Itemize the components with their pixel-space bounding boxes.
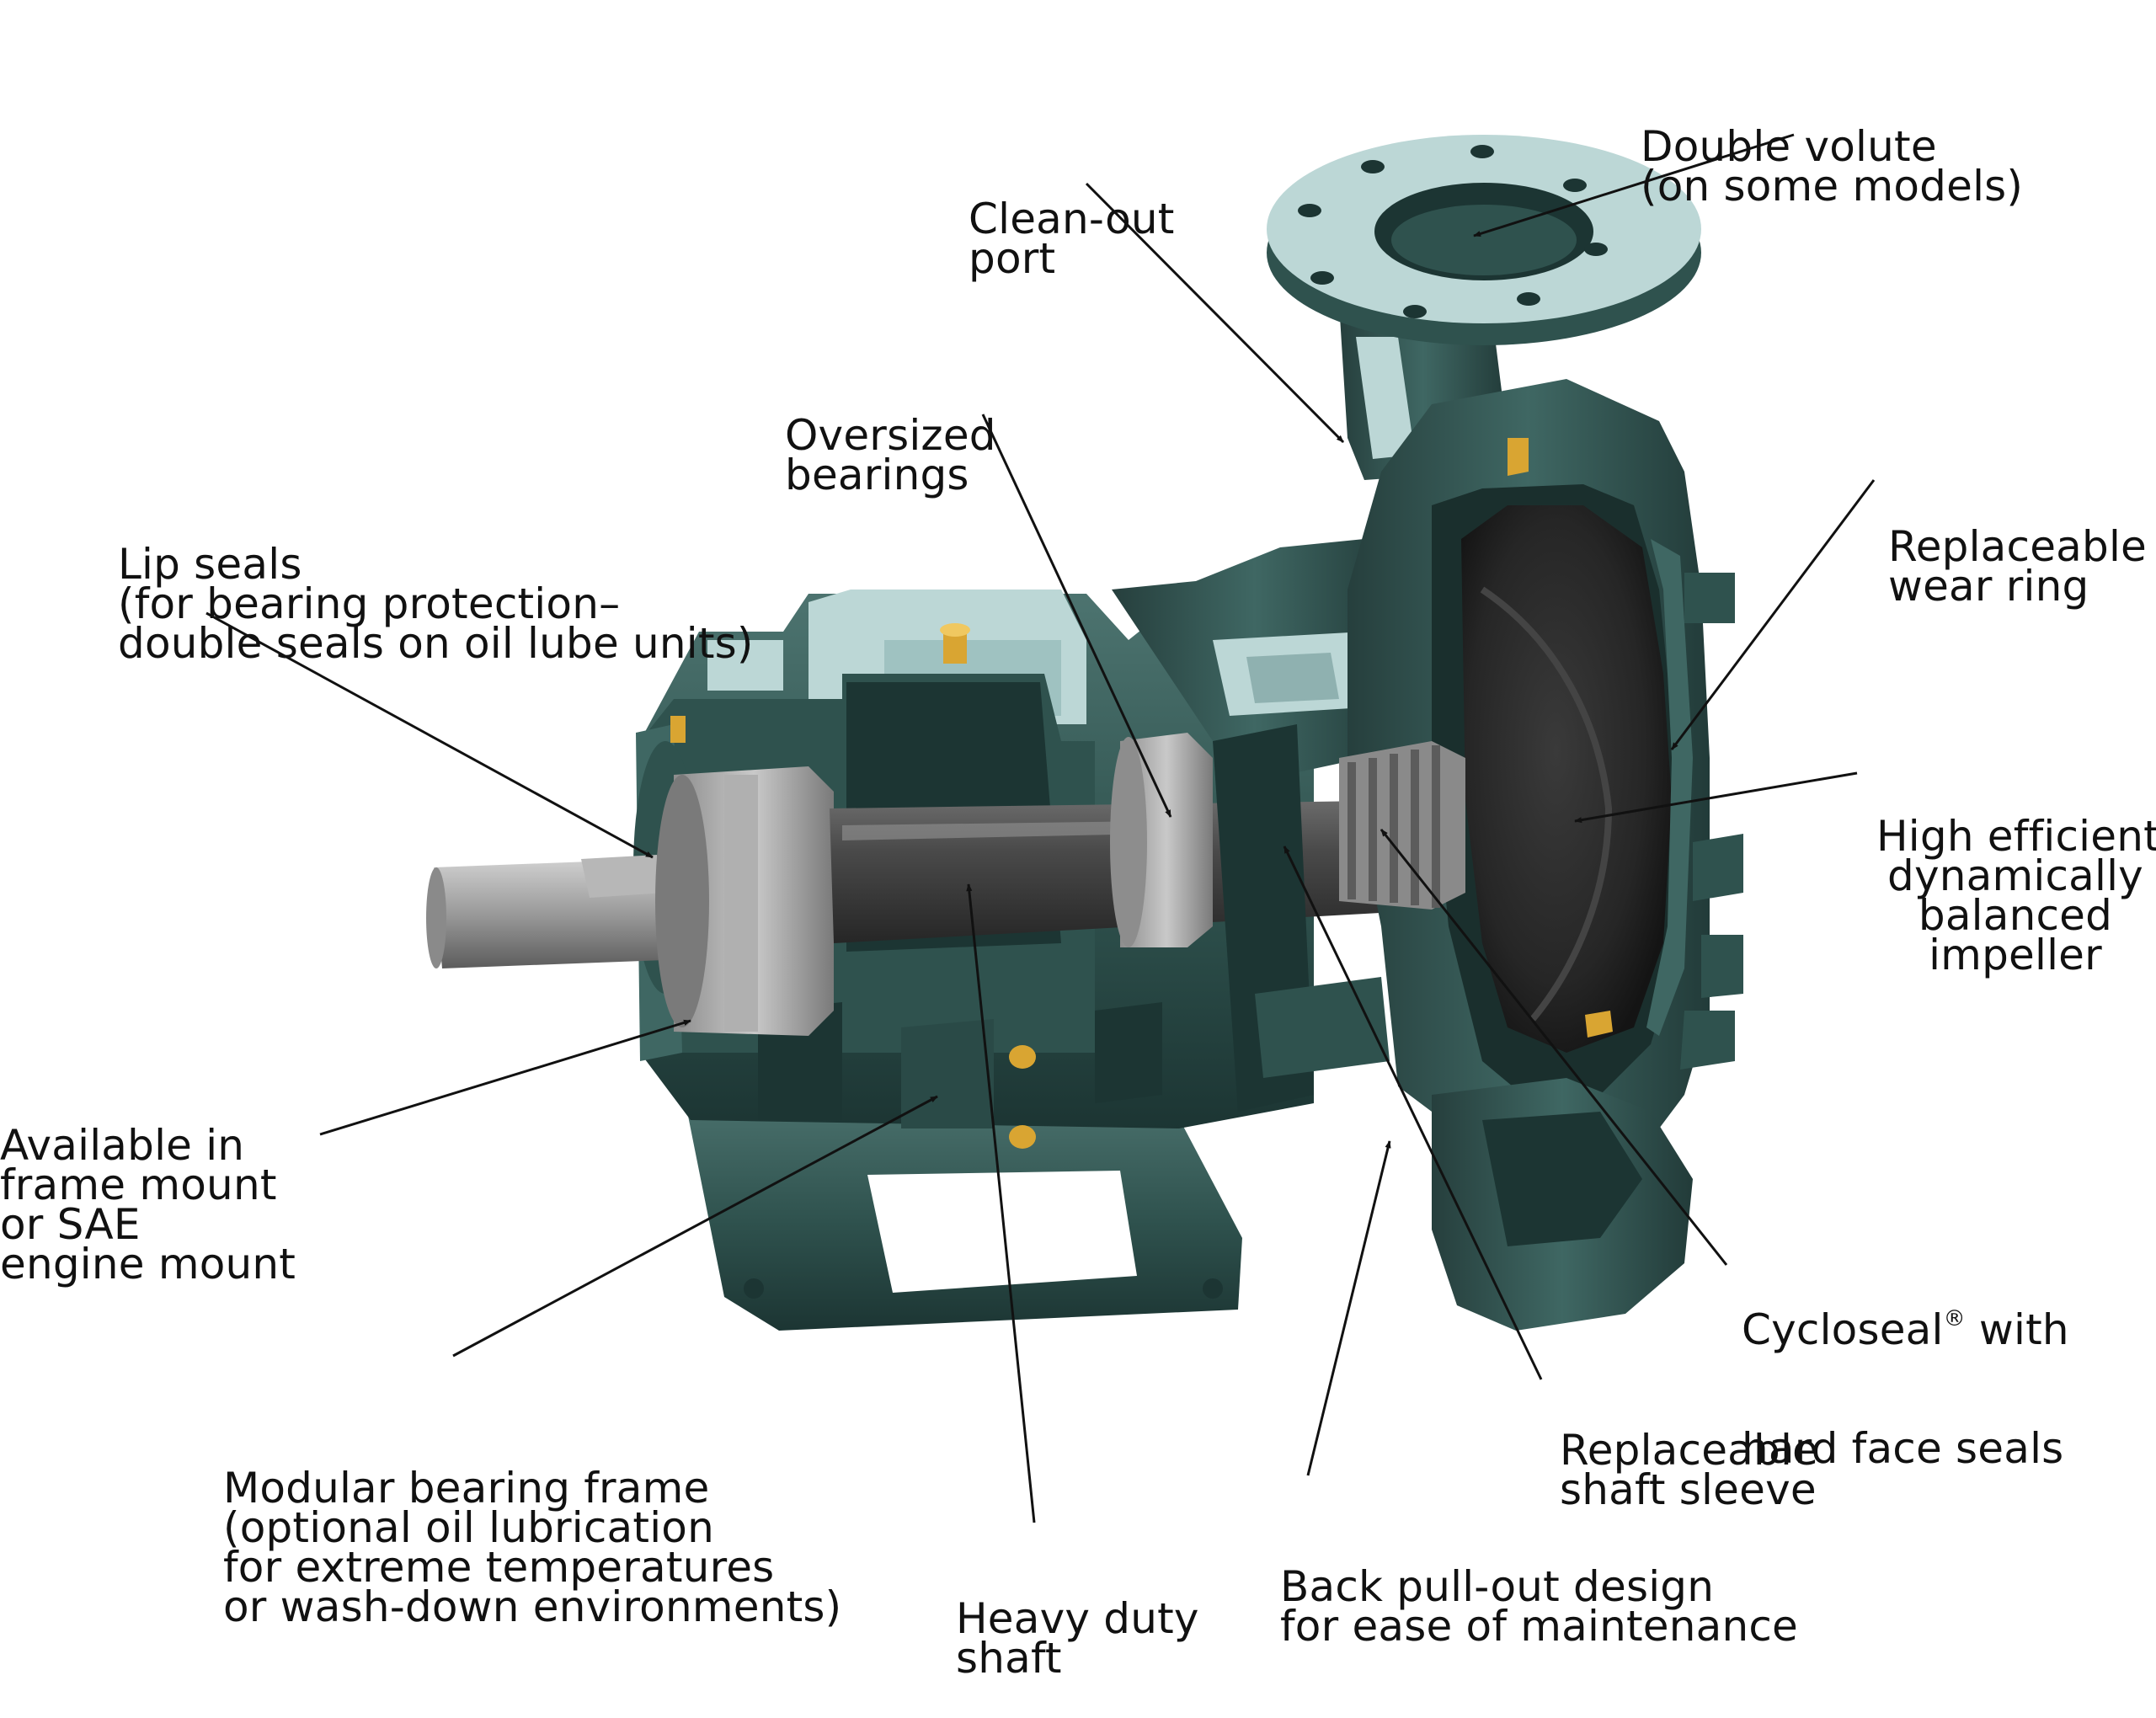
impeller [1461, 505, 1672, 1053]
label-bearing-frame: Modular bearing frame(optional oil lubri… [223, 1464, 842, 1631]
leader-heavy-shaft [966, 883, 1036, 1523]
leader-cycloseal [1380, 829, 1728, 1266]
leader-oversized-bearings [981, 413, 1172, 818]
leader-impeller [1574, 771, 1858, 824]
leader-frame-mount [319, 1019, 691, 1136]
leader-double-volute [1473, 133, 1795, 237]
label-double-volute: Double volute(on some models) [1641, 122, 2024, 211]
label-cycloseal: Cycloseal® with hard face seals [1742, 1305, 2069, 1473]
leader-shaft-sleeve [1283, 846, 1543, 1380]
pump-body [426, 135, 1743, 1331]
leader-wear-ring [1670, 479, 1876, 750]
discharge-flange [1267, 135, 1701, 345]
shaft-sleeve [1339, 741, 1465, 910]
label-lip-seals: Lip seals(for bearing protection–double … [118, 540, 754, 668]
leader-lip-seals [205, 611, 654, 859]
brass-fittings [670, 438, 1613, 1149]
leader-bearing-frame [452, 1095, 938, 1358]
pump-cutaway-illustration [205, 133, 1876, 1523]
leader-back-pullout [1306, 1140, 1391, 1476]
leader-clean-out-port [1085, 182, 1345, 444]
leader-lines [205, 133, 1876, 1523]
